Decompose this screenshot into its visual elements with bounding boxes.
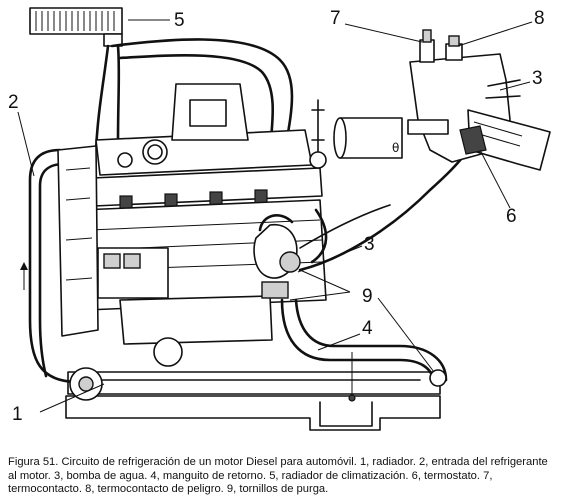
callout-5: 5: [174, 10, 185, 31]
main-radiator: [65, 371, 441, 431]
heater-hoses: [94, 38, 294, 152]
fan-unit: θ: [309, 99, 403, 169]
water-pump: [253, 224, 301, 299]
thermo-symbol-label: θ: [392, 141, 399, 155]
coolant-inlet-pipe: [20, 148, 80, 384]
leader-lines: [17, 19, 533, 413]
callout-9: 9: [362, 286, 373, 307]
pump-hoses: [258, 208, 328, 264]
callout-1: 1: [12, 404, 23, 425]
callout-7: 7: [330, 8, 341, 29]
callout-3-thermostat-area: 3: [532, 68, 543, 89]
callout-4: 4: [362, 318, 373, 339]
heater-radiator: [29, 7, 123, 47]
return-hose: [280, 298, 448, 402]
cooling-circuit-diagram: θ: [8, 7, 551, 431]
thermostat-housing: [407, 29, 551, 171]
thermostat-hose: [298, 156, 464, 272]
callout-6: 6: [506, 206, 517, 227]
callout-3-water-pump: 3: [364, 234, 375, 255]
callout-8: 8: [534, 8, 545, 29]
figure-caption: Figura 51. Circuito de refrigeración de …: [8, 456, 548, 495]
callout-2: 2: [8, 92, 19, 113]
